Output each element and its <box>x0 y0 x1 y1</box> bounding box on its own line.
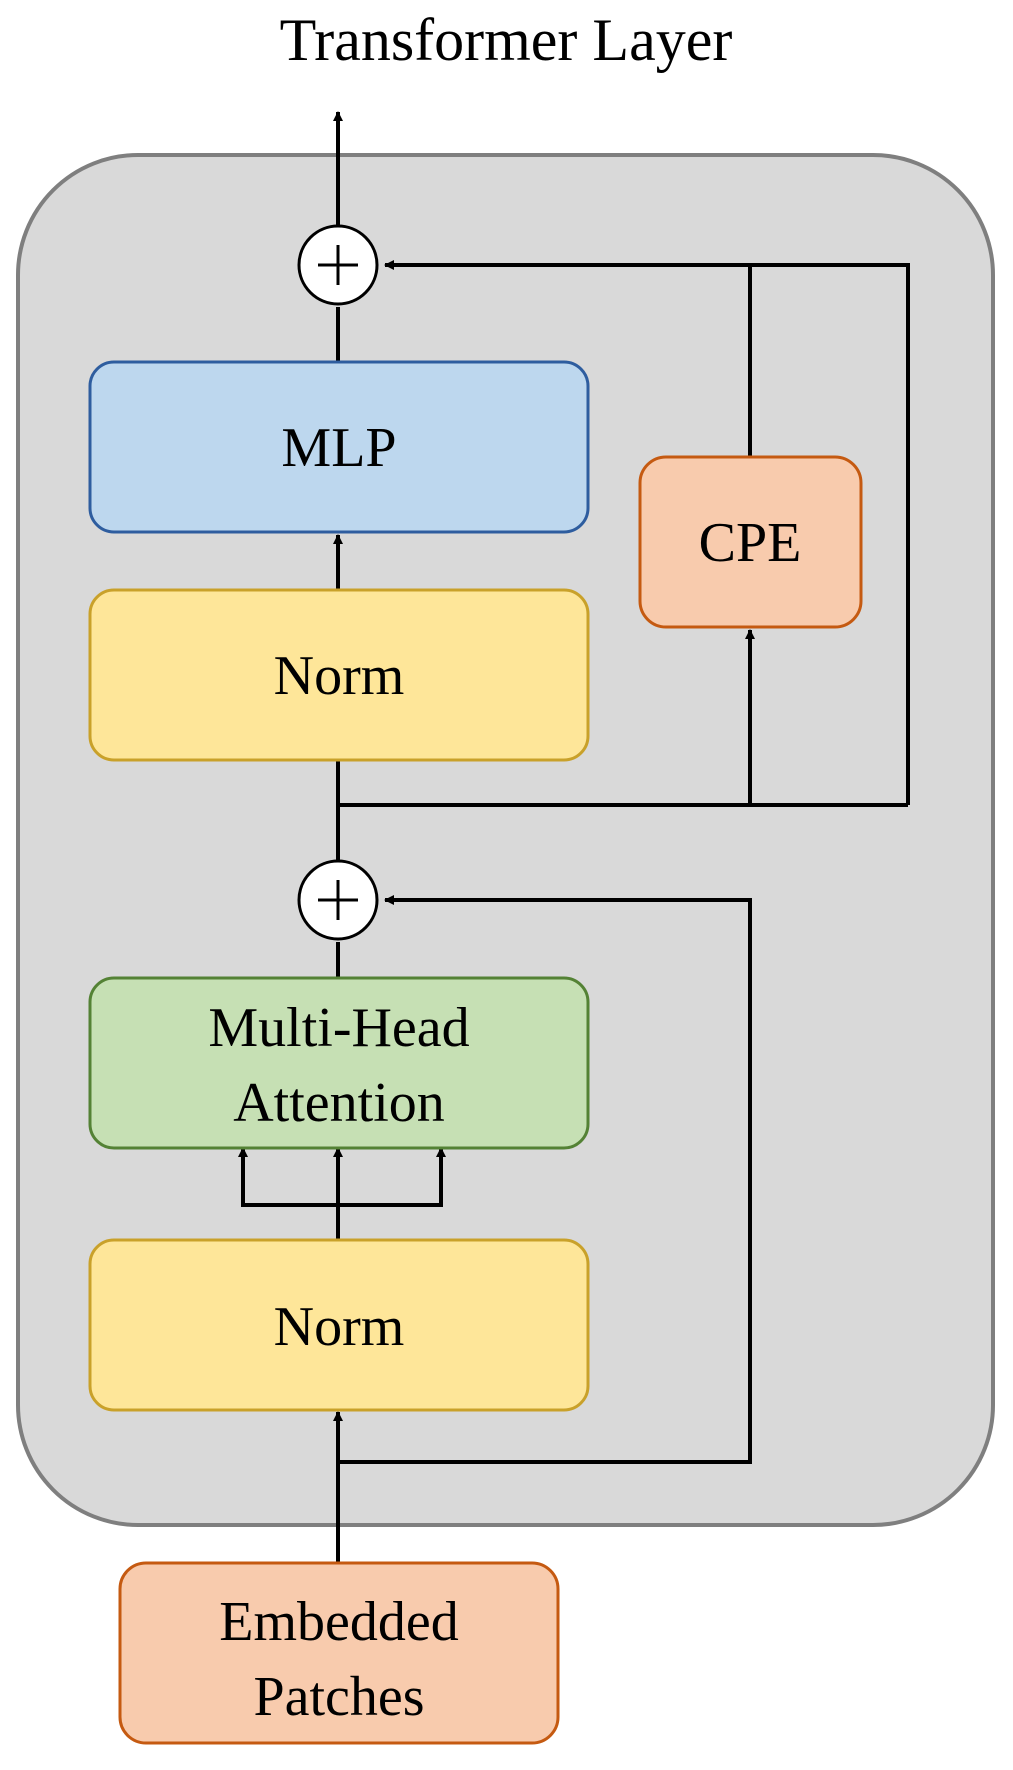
cpe-block: CPE <box>638 455 863 629</box>
qkv-left-branch <box>238 1147 338 1207</box>
add-node-top <box>297 224 379 306</box>
connectors <box>238 111 910 1563</box>
embedded-patches-block: Embedded Patches <box>118 1561 560 1745</box>
skip-connection-top <box>384 260 910 805</box>
attention-block: Multi-Head Attention <box>88 976 590 1150</box>
attention-label-line2: Attention <box>233 1072 445 1134</box>
mlp-block: MLP <box>88 360 590 534</box>
qkv-right-branch <box>338 1147 446 1207</box>
norm-top-label: Norm <box>274 645 405 707</box>
norm-bottom-label: Norm <box>274 1296 405 1358</box>
add-node-bottom <box>297 859 379 941</box>
attention-label-line1: Multi-Head <box>208 997 469 1059</box>
diagram-title: Transformer Layer <box>280 7 733 73</box>
input-label-line1: Embedded <box>219 1591 458 1653</box>
norm-top-block: Norm <box>88 588 590 762</box>
mlp-label: MLP <box>281 417 396 479</box>
input-label-line2: Patches <box>253 1666 424 1728</box>
cpe-label: CPE <box>699 512 802 574</box>
skip-connection-bottom <box>338 895 752 1464</box>
norm-bottom-block: Norm <box>88 1238 590 1412</box>
